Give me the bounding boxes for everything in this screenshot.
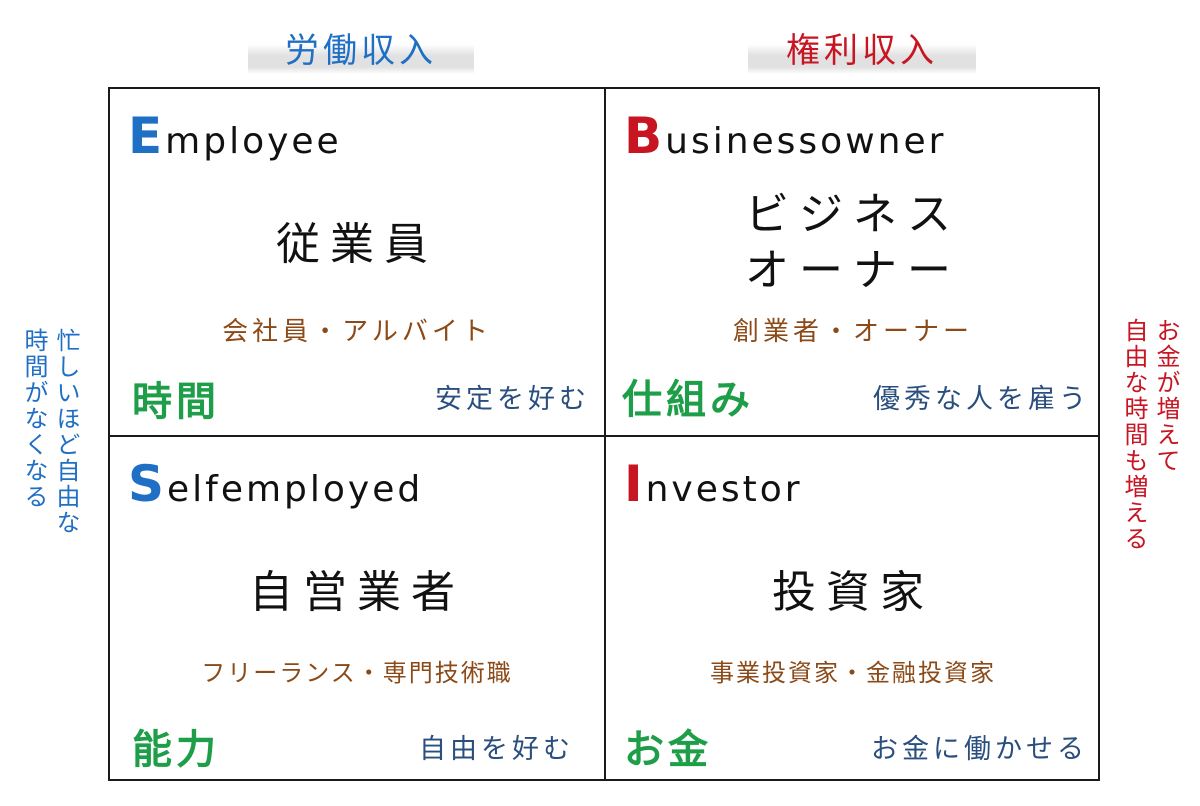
- business-owner-initial: B: [624, 107, 666, 165]
- business-owner-jp-title-line1: ビジネス: [745, 189, 961, 240]
- employee-title: Employee: [128, 107, 342, 165]
- employee-jp-title: 従業員: [276, 219, 438, 270]
- investor-initial: I: [624, 455, 646, 513]
- investor-title-rest: nvestor: [645, 469, 803, 510]
- business-owner-title-rest: usinessowner: [665, 121, 947, 162]
- business-owner-jp-title-line2: オーナー: [745, 245, 961, 296]
- self-employed-initial: S: [128, 455, 168, 513]
- employee-keyword: 時間: [132, 379, 220, 425]
- employee-initial: E: [128, 107, 166, 165]
- investor-title: Investor: [624, 455, 803, 513]
- self-employed-quadrant: Selfemployed 自営業者 フリーランス・専門技術職 能力 自由を好む: [110, 437, 604, 783]
- employee-title-rest: mployee: [165, 121, 342, 162]
- self-employed-subtitle: フリーランス・専門技術職: [201, 659, 513, 687]
- employee-quadrant: Employee 従業員 会社員・アルバイト 時間 安定を好む: [110, 89, 604, 435]
- business-owner-note: 優秀な人を雇う: [873, 384, 1090, 415]
- labor-income-header: 労働収入: [248, 28, 474, 74]
- vertical-divider: [604, 89, 606, 779]
- self-employed-jp-title: 自営業者: [249, 567, 465, 618]
- self-employed-title-rest: elfemployed: [167, 469, 424, 510]
- cashflow-quadrant-grid: Employee 従業員 会社員・アルバイト 時間 安定を好む Business…: [108, 87, 1100, 781]
- investor-keyword: お金: [624, 727, 712, 773]
- employee-note: 安定を好む: [435, 384, 590, 415]
- business-owner-subtitle: 創業者・オーナー: [732, 317, 973, 347]
- business-owner-title: Businessowner: [624, 107, 946, 165]
- rights-income-header: 権利収入: [748, 28, 976, 74]
- self-employed-note: 自由を好む: [419, 734, 574, 765]
- self-employed-title: Selfemployed: [128, 455, 423, 513]
- investor-quadrant: Investor 投資家 事業投資家・金融投資家 お金 お金に働かせる: [606, 437, 1100, 783]
- self-employed-keyword: 能力: [132, 727, 220, 773]
- investor-subtitle: 事業投資家・金融投資家: [710, 659, 996, 687]
- employee-subtitle: 会社員・アルバイト: [222, 317, 492, 347]
- horizontal-divider: [110, 435, 1098, 437]
- investor-note: お金に働かせる: [871, 734, 1088, 765]
- investor-jp-title: 投資家: [772, 567, 934, 618]
- business-owner-keyword: 仕組み: [622, 377, 754, 423]
- business-owner-quadrant: Businessowner ビジネス オーナー 創業者・オーナー 仕組み 優秀な…: [606, 89, 1100, 435]
- right-side-note: お金が増えて 自由な時間も増える: [1120, 318, 1180, 552]
- left-side-note: 忙しいほど自由な 時間がなくなる: [20, 328, 80, 536]
